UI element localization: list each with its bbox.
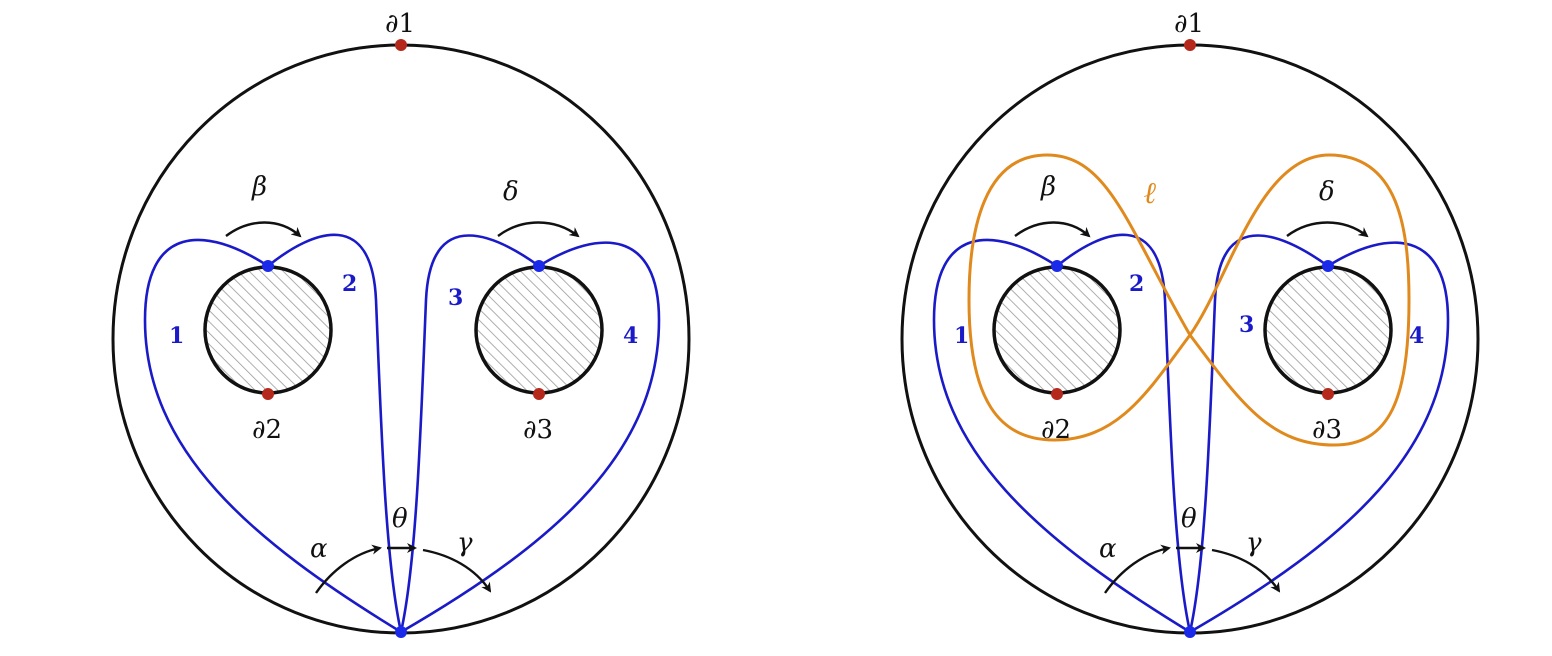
curve-label-l: ℓ [1144,176,1157,211]
angle-delta: δ [1319,177,1335,207]
angle-beta: β [251,172,267,202]
loop-label-4: 4 [623,323,638,349]
boundary-label-1: ∂1 [385,9,415,39]
loop-label-3: 3 [1239,312,1254,338]
boundary-label-2: ∂2 [1041,415,1071,445]
loop-label-2: 2 [1129,271,1144,297]
angle-delta: δ [503,177,519,207]
right-panel: ∂1 ∂2 ∂3 1 2 3 4 β δ α θ γ ℓ [902,9,1478,638]
loop-label-2: 2 [342,271,357,297]
boundary-label-3: ∂3 [1312,415,1342,445]
loop-label-1: 1 [169,323,184,349]
angle-gamma: γ [1246,528,1262,558]
loop-label-4: 4 [1409,323,1424,349]
loop-label-3: 3 [448,285,463,311]
boundary-label-3: ∂3 [523,415,553,445]
left-panel: ∂1 ∂2 ∂3 1 2 3 4 β δ α θ γ [113,9,689,638]
angle-gamma: γ [457,528,473,558]
boundary-label-2: ∂2 [252,415,282,445]
angle-theta: θ [392,504,408,534]
curve-l [967,153,1411,447]
boundary-label-1: ∂1 [1174,9,1204,39]
loop-label-1: 1 [954,323,969,349]
angle-alpha: α [1099,534,1117,564]
angle-alpha: α [310,534,328,564]
angle-beta: β [1040,172,1056,202]
angle-theta: θ [1181,504,1197,534]
